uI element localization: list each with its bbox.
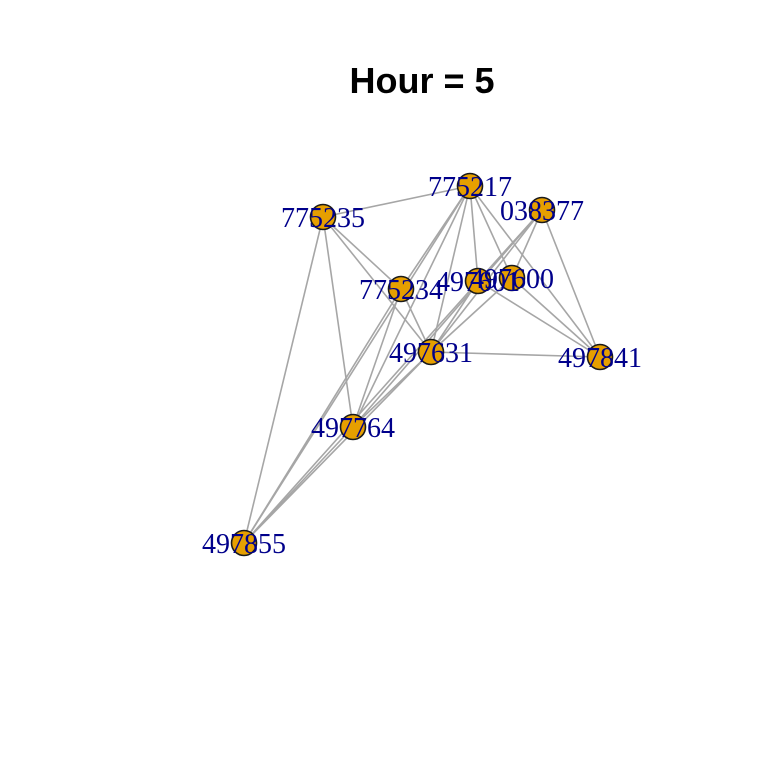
node-775234[interactable] (387, 275, 415, 303)
node-label-497601: 497601 (436, 267, 520, 298)
edge-775234-497764 (352, 288, 402, 428)
node-775217[interactable] (456, 172, 484, 200)
node-label-497600: 497600 (470, 264, 554, 295)
node-label-775234: 775234 (359, 275, 443, 306)
node-038377[interactable] (528, 196, 556, 224)
edge-775234-497855 (243, 288, 402, 544)
edge-775235-775217 (322, 185, 471, 218)
node-497855[interactable] (230, 529, 258, 557)
node-label-497764: 497764 (311, 413, 395, 444)
graph-title: Hour = 5 (349, 60, 494, 101)
edge-775217-497764 (352, 185, 471, 428)
node-layer (230, 172, 614, 557)
node-label-497841: 497841 (558, 343, 642, 374)
node-497600[interactable] (498, 264, 526, 292)
node-label-497631: 497631 (389, 338, 473, 369)
node-497601[interactable] (464, 267, 492, 295)
edge-775235-497631 (322, 216, 432, 353)
node-497631[interactable] (417, 338, 445, 366)
node-775235[interactable] (309, 203, 337, 231)
edge-775235-775234 (322, 216, 402, 290)
edge-497601-497631 (430, 280, 479, 353)
edge-497631-497855 (243, 351, 432, 544)
node-label-038377: 038377 (500, 196, 584, 227)
edge-038377-497855 (243, 209, 543, 544)
edge-497601-497841 (477, 280, 601, 358)
edge-775217-497600 (469, 185, 513, 279)
edge-775217-497601 (469, 185, 479, 282)
node-497841[interactable] (586, 343, 614, 371)
edge-775235-497764 (322, 216, 354, 428)
edge-497600-497631 (430, 277, 513, 353)
edge-038377-497841 (541, 209, 601, 358)
edge-497631-497841 (430, 351, 601, 358)
edge-775235-497855 (243, 216, 324, 544)
edge-497600-497841 (511, 277, 601, 358)
node-label-497855: 497855 (202, 529, 286, 560)
edge-775217-497841 (469, 185, 601, 358)
edge-497764-497855 (243, 426, 354, 544)
node-label-775235: 775235 (281, 203, 365, 234)
node-label-775217: 775217 (428, 172, 512, 203)
node-497764[interactable] (339, 413, 367, 441)
edge-775217-497631 (430, 185, 471, 353)
